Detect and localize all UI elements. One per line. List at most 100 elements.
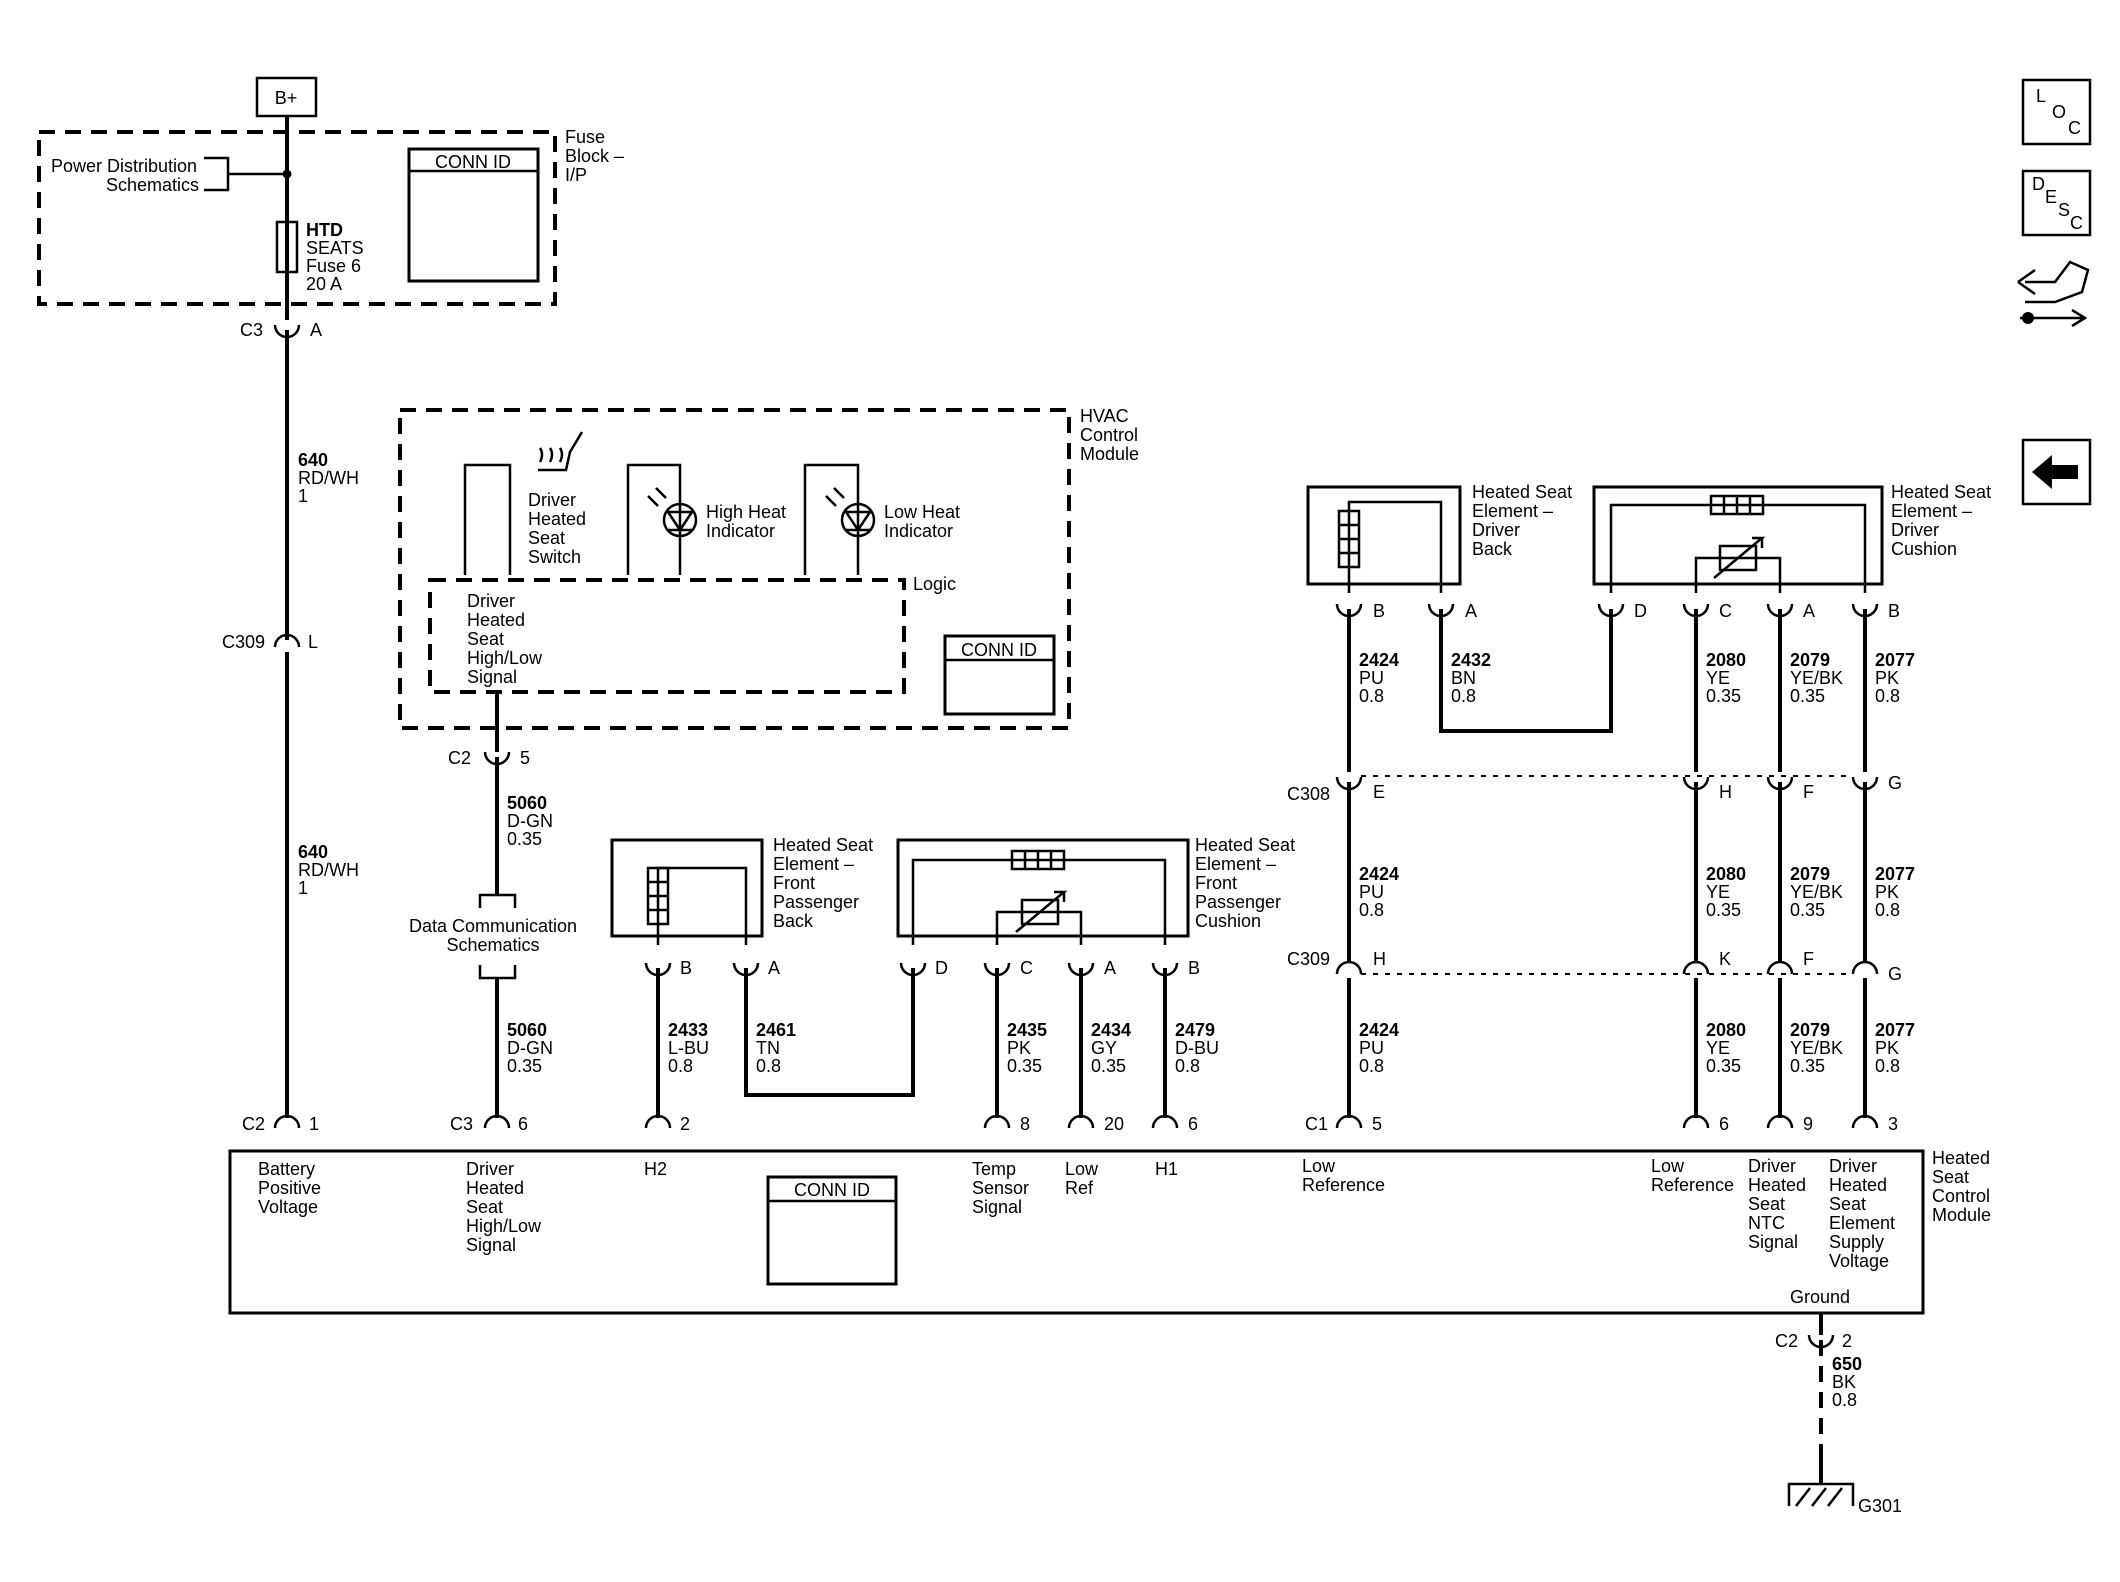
svg-text:1: 1 bbox=[309, 1114, 319, 1134]
svg-text:C: C bbox=[2068, 118, 2081, 138]
svg-text:9: 9 bbox=[1803, 1114, 1813, 1134]
svg-text:YE/BK: YE/BK bbox=[1790, 882, 1843, 902]
svg-text:5060: 5060 bbox=[507, 1020, 547, 1040]
svg-text:Logic: Logic bbox=[913, 574, 956, 594]
fuse-icon bbox=[275, 220, 299, 274]
svg-text:D: D bbox=[2032, 174, 2045, 194]
svg-text:Cushion: Cushion bbox=[1891, 539, 1957, 559]
svg-text:2461: 2461 bbox=[756, 1020, 796, 1040]
arrow-left-icon bbox=[2032, 455, 2078, 489]
location-button[interactable]: L O C bbox=[2021, 78, 2092, 146]
svg-text:D-GN: D-GN bbox=[507, 811, 553, 831]
svg-text:2080: 2080 bbox=[1706, 650, 1746, 670]
svg-text:PK: PK bbox=[1875, 882, 1899, 902]
fuse-block-title: Fuse bbox=[565, 127, 605, 147]
svg-text:BN: BN bbox=[1451, 668, 1476, 688]
svg-text:20: 20 bbox=[1104, 1114, 1124, 1134]
svg-text:Ref: Ref bbox=[1065, 1178, 1094, 1198]
svg-text:0.35: 0.35 bbox=[1091, 1056, 1126, 1076]
svg-text:D: D bbox=[935, 958, 948, 978]
svg-text:5: 5 bbox=[1372, 1114, 1382, 1134]
svg-text:Front: Front bbox=[1195, 873, 1237, 893]
svg-text:C3: C3 bbox=[240, 320, 263, 340]
low-heat-indicator-icon bbox=[825, 487, 876, 538]
svg-text:A: A bbox=[1803, 601, 1815, 621]
svg-text:Heated Seat: Heated Seat bbox=[1195, 835, 1295, 855]
svg-text:Driver: Driver bbox=[467, 591, 515, 611]
svg-text:Element –: Element – bbox=[1195, 854, 1276, 874]
svg-text:Seat: Seat bbox=[1748, 1194, 1785, 1214]
svg-text:6: 6 bbox=[1719, 1114, 1729, 1134]
svg-text:2433: 2433 bbox=[668, 1020, 708, 1040]
svg-text:A: A bbox=[768, 958, 780, 978]
svg-text:YE: YE bbox=[1706, 668, 1730, 688]
thermistor-icon bbox=[1718, 544, 1758, 572]
svg-text:Seat: Seat bbox=[528, 528, 565, 548]
connector-view-icon[interactable] bbox=[2017, 260, 2090, 328]
svg-text:Element: Element bbox=[1829, 1213, 1895, 1233]
description-button[interactable]: D E S C bbox=[2021, 169, 2092, 237]
svg-text:PK: PK bbox=[1875, 1038, 1899, 1058]
svg-text:Block –: Block – bbox=[565, 146, 624, 166]
driver-back-element: Heated Seat Element – Driver Back bbox=[1306, 482, 1572, 593]
conn-id-button[interactable]: CONN ID bbox=[435, 152, 511, 172]
svg-text:0.8: 0.8 bbox=[1359, 1056, 1384, 1076]
svg-text:Seat: Seat bbox=[1829, 1194, 1866, 1214]
front-passenger-back-element: Heated Seat Element – Front Passenger Ba… bbox=[610, 835, 873, 945]
svg-text:HTD: HTD bbox=[306, 220, 343, 240]
svg-text:Back: Back bbox=[1472, 539, 1513, 559]
svg-text:Reference: Reference bbox=[1651, 1175, 1734, 1195]
svg-text:0.35: 0.35 bbox=[1790, 686, 1825, 706]
svg-text:2080: 2080 bbox=[1706, 1020, 1746, 1040]
svg-text:Low: Low bbox=[1065, 1159, 1099, 1179]
svg-text:C309: C309 bbox=[1287, 949, 1330, 969]
svg-text:Module: Module bbox=[1080, 444, 1139, 464]
wire-label-640: 640 bbox=[298, 450, 328, 470]
svg-text:0.35: 0.35 bbox=[1706, 686, 1741, 706]
svg-text:Driver: Driver bbox=[1472, 520, 1520, 540]
svg-text:Heated: Heated bbox=[1829, 1175, 1887, 1195]
svg-text:SEATS: SEATS bbox=[306, 238, 364, 258]
svg-text:5: 5 bbox=[520, 748, 530, 768]
svg-text:L: L bbox=[308, 632, 318, 652]
svg-text:Switch: Switch bbox=[528, 547, 581, 567]
svg-text:2432: 2432 bbox=[1451, 650, 1491, 670]
svg-text:0.35: 0.35 bbox=[1790, 900, 1825, 920]
svg-text:D: D bbox=[1634, 601, 1647, 621]
data-comm-link[interactable]: Data Communication bbox=[409, 916, 577, 936]
svg-text:2079: 2079 bbox=[1790, 650, 1830, 670]
high-heat-indicator-icon bbox=[647, 487, 698, 538]
svg-text:8: 8 bbox=[1020, 1114, 1030, 1134]
power-distribution-link[interactable]: Power Distribution bbox=[51, 156, 197, 176]
svg-text:Driver: Driver bbox=[1748, 1156, 1796, 1176]
svg-text:G: G bbox=[1888, 773, 1902, 793]
svg-text:0.8: 0.8 bbox=[1832, 1390, 1857, 1410]
svg-text:YE/BK: YE/BK bbox=[1790, 1038, 1843, 1058]
svg-text:RD/WH: RD/WH bbox=[298, 468, 359, 488]
svg-text:YE/BK: YE/BK bbox=[1790, 668, 1843, 688]
svg-text:D-BU: D-BU bbox=[1175, 1038, 1219, 1058]
svg-text:B: B bbox=[680, 958, 692, 978]
svg-text:Back: Back bbox=[773, 911, 814, 931]
switch-icon bbox=[463, 463, 512, 575]
back-arrow-button[interactable] bbox=[2021, 438, 2092, 506]
svg-text:K: K bbox=[1719, 949, 1731, 969]
conn-id-button[interactable]: CONN ID bbox=[961, 640, 1037, 660]
svg-text:Heated Seat: Heated Seat bbox=[1472, 482, 1572, 502]
svg-text:6: 6 bbox=[518, 1114, 528, 1134]
svg-text:PU: PU bbox=[1359, 1038, 1384, 1058]
svg-text:High Heat: High Heat bbox=[706, 502, 786, 522]
svg-text:Passenger: Passenger bbox=[1195, 892, 1281, 912]
conn-id-button[interactable]: CONN ID bbox=[794, 1180, 870, 1200]
heated-seat-control-module: Heated Seat Control Module Battery Posit… bbox=[228, 1148, 1991, 1315]
driver-cushion-element: Heated Seat Element – Driver Cushion bbox=[1592, 482, 1991, 593]
svg-text:Signal: Signal bbox=[972, 1197, 1022, 1217]
svg-text:H1: H1 bbox=[1155, 1159, 1178, 1179]
svg-text:High/Low: High/Low bbox=[467, 648, 543, 668]
svg-text:1: 1 bbox=[298, 878, 308, 898]
svg-text:E: E bbox=[2045, 187, 2057, 207]
svg-text:Sensor: Sensor bbox=[972, 1178, 1029, 1198]
svg-text:D-GN: D-GN bbox=[507, 1038, 553, 1058]
svg-text:Battery: Battery bbox=[258, 1159, 315, 1179]
svg-text:2434: 2434 bbox=[1091, 1020, 1131, 1040]
